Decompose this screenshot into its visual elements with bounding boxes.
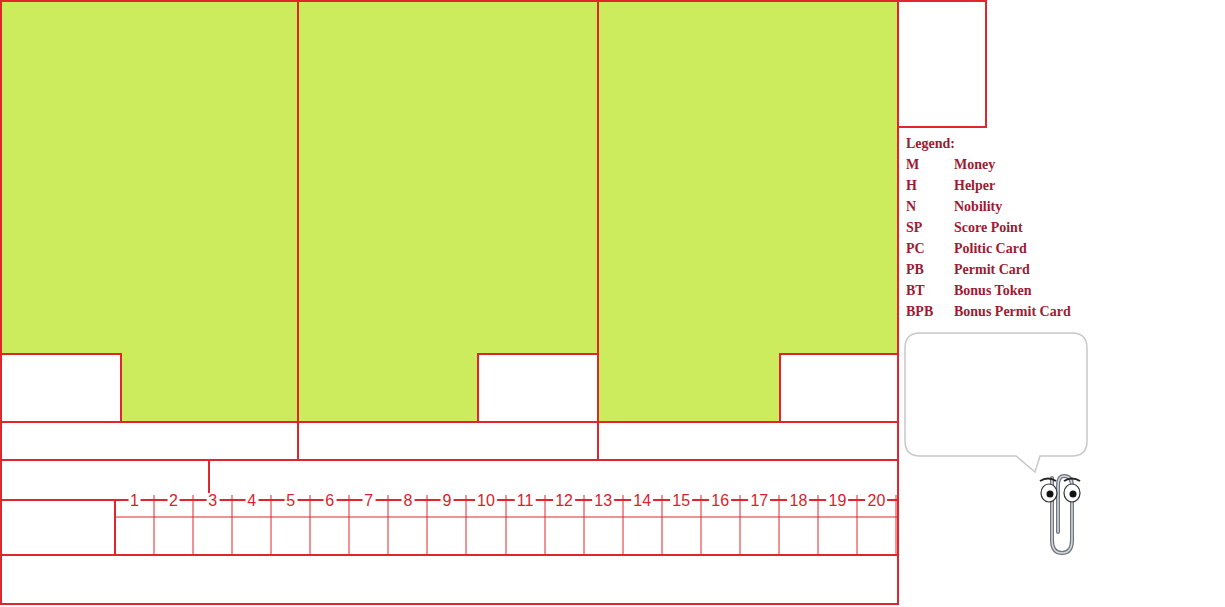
track-number: 20 (866, 493, 888, 509)
grid-line (466, 495, 467, 555)
track-number: 12 (553, 493, 575, 509)
bonus-slot (478, 354, 598, 422)
king-bonus-box (898, 1, 986, 127)
track-number: 14 (631, 493, 653, 509)
track-number: 10 (475, 493, 497, 509)
legend-abbreviation: N (906, 200, 916, 214)
row-divider (1, 459, 898, 461)
legend-meaning: Nobility (954, 200, 1002, 214)
track-number: 7 (362, 493, 375, 509)
legend-abbreviation: H (906, 179, 917, 193)
track-number: 1 (128, 493, 141, 509)
track-number: 16 (709, 493, 731, 509)
board-frame (1, 1, 898, 604)
track-number: 18 (787, 493, 809, 509)
legend-abbreviation: BT (906, 284, 925, 298)
legend-meaning: Score Point (954, 221, 1023, 235)
track-number: 9 (440, 493, 453, 509)
grid-line (310, 495, 311, 555)
row-divider (114, 500, 116, 555)
track-number: 11 (515, 493, 536, 509)
track-number: 8 (401, 493, 414, 509)
track-number: 19 (827, 493, 849, 509)
legend-meaning: Helper (954, 179, 995, 193)
region-panel (298, 1, 598, 422)
track-number: 6 (323, 493, 336, 509)
grid-line (740, 495, 741, 555)
legend-abbreviation: M (906, 158, 919, 172)
legend-abbreviation: PB (906, 263, 924, 277)
grid-line (662, 495, 663, 555)
grid-line (154, 495, 155, 555)
bonus-slot (1, 354, 121, 422)
legend-heading: Legend: (906, 137, 955, 151)
legend-meaning: Money (954, 158, 995, 172)
legend-meaning: Permit Card (954, 263, 1030, 277)
legend-abbreviation: SP (906, 221, 922, 235)
bonus-slot (780, 354, 898, 422)
grid-line (388, 495, 389, 555)
grid-line (623, 495, 624, 555)
track-number: 5 (284, 493, 297, 509)
track-number: 3 (206, 493, 219, 509)
grid-line (896, 495, 897, 555)
track-number: 17 (748, 493, 770, 509)
row-divider (1, 554, 898, 556)
legend-abbreviation: BPB (906, 305, 933, 319)
track-number: 13 (592, 493, 614, 509)
row-divider (208, 460, 210, 493)
legend-abbreviation: PC (906, 242, 925, 256)
row-divider (297, 422, 299, 460)
speech-bubble (905, 333, 1087, 472)
legend-meaning: Bonus Permit Card (954, 305, 1071, 319)
grid-line (506, 495, 507, 555)
grid-line (545, 495, 546, 555)
row-divider (597, 422, 599, 460)
grid-line (427, 495, 428, 555)
grid-line (857, 495, 858, 555)
legend-meaning: Bonus Token (954, 284, 1031, 298)
legend-meaning: Politic Card (954, 242, 1027, 256)
grid-line (349, 495, 350, 555)
paperclip-assistant (1040, 476, 1080, 553)
grid-line (779, 495, 780, 555)
grid-line (818, 495, 819, 555)
region-panel (598, 1, 898, 422)
grid-line (701, 495, 702, 555)
grid-line (584, 495, 585, 555)
track-number: 4 (245, 493, 258, 509)
grid-line (271, 495, 272, 555)
grid-line (193, 495, 194, 555)
track-number: 2 (167, 493, 180, 509)
track-number: 15 (670, 493, 692, 509)
region-panel (1, 1, 298, 422)
grid-line (232, 495, 233, 555)
